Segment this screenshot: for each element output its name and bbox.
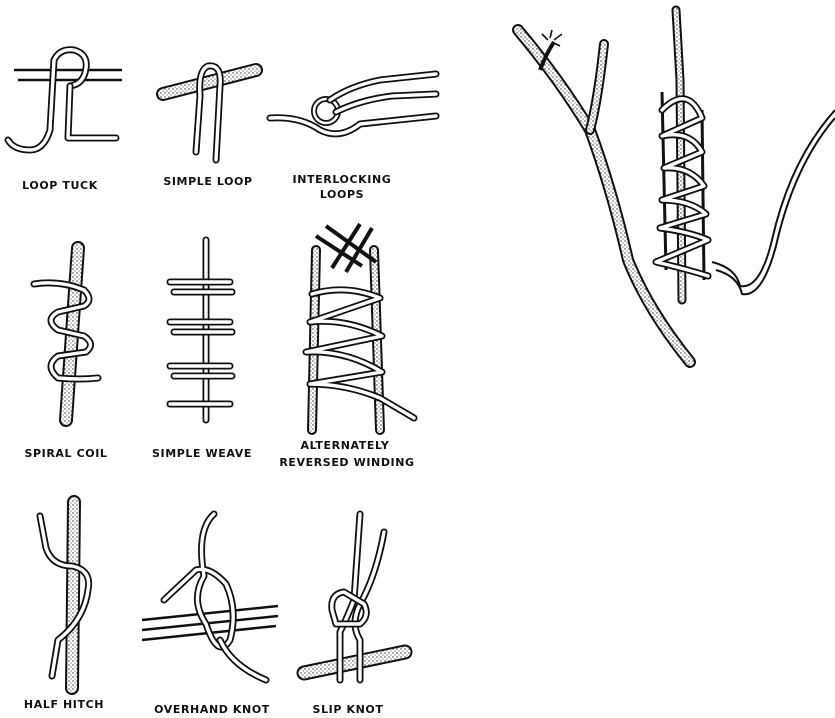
interlocking-loops-figure: INTERLOCKING LOOPS	[270, 74, 436, 201]
simple-loop-label: SIMPLE LOOP	[163, 175, 252, 188]
spiral-coil-label: SPIRAL COIL	[24, 447, 107, 460]
simple-weave-figure: SIMPLE WEAVE	[152, 240, 252, 460]
slip-knot-figure: SLIP KNOT	[304, 514, 405, 716]
loop-tuck-figure: LOOP TUCK	[8, 50, 122, 192]
interlocking-loops-label-line1: INTERLOCKING	[293, 173, 392, 186]
simple-weave-label: SIMPLE WEAVE	[152, 447, 252, 460]
spiral-coil-figure: SPIRAL COIL	[24, 248, 107, 460]
overhand-knot-label: OVERHAND KNOT	[154, 703, 270, 716]
branch-winding-illustration	[518, 10, 835, 362]
alternately-reversed-label-line2: REVERSED WINDING	[279, 456, 414, 469]
half-hitch-label: HALF HITCH	[24, 698, 104, 711]
overhand-knot-figure: OVERHAND KNOT	[142, 514, 278, 716]
alternately-reversed-label-line1: ALTERNATELY	[301, 439, 390, 452]
half-hitch-figure: HALF HITCH	[24, 502, 104, 711]
alternately-reversed-winding-figure: ALTERNATELY REVERSED WINDING	[279, 224, 414, 469]
slip-knot-label: SLIP KNOT	[313, 703, 384, 716]
interlocking-loops-label-line2: LOOPS	[320, 188, 364, 201]
simple-loop-figure: SIMPLE LOOP	[163, 66, 256, 188]
loop-tuck-label: LOOP TUCK	[22, 179, 98, 192]
